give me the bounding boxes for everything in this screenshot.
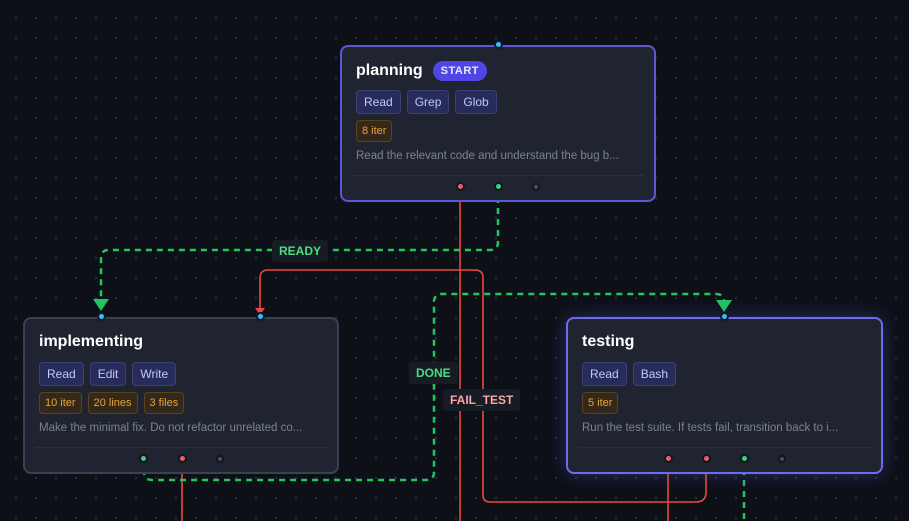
limit-chip: 8 iter <box>356 120 393 142</box>
tool-chip: Read <box>39 362 84 386</box>
edge-label-ready[interactable]: READY <box>272 240 329 262</box>
implementing-input-port-fail[interactable] <box>256 312 265 321</box>
node-testing[interactable]: testing Read Bash 5 iter Run the test su… <box>566 317 883 474</box>
node-implementing-title: implementing <box>39 333 144 350</box>
node-implementing-tools: Read Edit Write <box>39 362 177 386</box>
edge-ready-arrowhead <box>93 299 109 311</box>
node-planning-title-row: planning START <box>356 61 488 81</box>
planning-output-port-gray[interactable] <box>532 183 540 191</box>
node-testing-limits: 5 iter <box>582 392 619 414</box>
tool-chip: Edit <box>89 362 127 386</box>
limit-chip: 5 iter <box>582 392 619 414</box>
implementing-output-port-red[interactable] <box>178 454 187 463</box>
node-implementing-limits: 10 iter 20 lines 3 files <box>39 392 185 414</box>
tool-chip: Bash <box>632 362 677 386</box>
tool-chip: Grep <box>406 90 450 114</box>
node-planning-tools: Read Grep Glob <box>356 90 497 114</box>
node-testing-title-row: testing <box>582 333 634 351</box>
node-planning[interactable]: planning START Read Grep Glob 8 iter Rea… <box>340 45 656 202</box>
edge-label-done[interactable]: DONE <box>409 362 458 384</box>
implementing-input-port-ready[interactable] <box>97 312 106 321</box>
edge-testing-fail-to-implementing[interactable] <box>259 269 707 503</box>
node-divider <box>35 447 327 448</box>
testing-output-port-gray[interactable] <box>778 455 786 463</box>
edge-fail-arrowhead <box>255 308 265 315</box>
node-implementing-title-row: implementing <box>39 333 143 351</box>
edge-label-fail-test[interactable]: FAIL_TEST <box>443 389 521 411</box>
edge-done[interactable] <box>142 292 726 482</box>
limit-chip: 3 files <box>143 392 185 414</box>
start-badge: START <box>432 61 488 81</box>
node-planning-description: Read the relevant code and understand th… <box>356 150 619 162</box>
limit-chip: 20 lines <box>87 392 138 414</box>
node-testing-title: testing <box>582 333 635 350</box>
edge-ready[interactable] <box>99 186 500 306</box>
implementing-output-port-gray[interactable] <box>216 455 224 463</box>
testing-input-port[interactable] <box>720 312 729 321</box>
node-planning-limits: 8 iter <box>356 120 393 142</box>
tool-chip: Glob <box>455 90 497 114</box>
planning-output-port-red[interactable] <box>456 182 465 191</box>
testing-output-port-red-2[interactable] <box>702 454 711 463</box>
tool-chip: Read <box>582 362 627 386</box>
limit-chip: 10 iter <box>39 392 82 414</box>
node-testing-description: Run the test suite. If tests fail, trans… <box>582 422 839 434</box>
tool-chip: Write <box>132 362 177 386</box>
node-implementing-description: Make the minimal fix. Do not refactor un… <box>39 422 303 434</box>
tool-chip: Read <box>356 90 401 114</box>
node-implementing[interactable]: implementing Read Edit Write 10 iter 20 … <box>23 317 339 474</box>
planning-input-port[interactable] <box>494 40 503 49</box>
node-divider <box>578 447 871 448</box>
testing-output-port-green[interactable] <box>740 454 749 463</box>
planning-output-port-green[interactable] <box>494 182 503 191</box>
node-testing-tools: Read Bash <box>582 362 677 386</box>
node-planning-title: planning <box>356 62 423 79</box>
edge-done-arrowhead <box>716 300 732 312</box>
testing-output-port-red-1[interactable] <box>664 454 673 463</box>
node-divider <box>352 175 644 176</box>
implementing-output-port-green[interactable] <box>139 454 148 463</box>
